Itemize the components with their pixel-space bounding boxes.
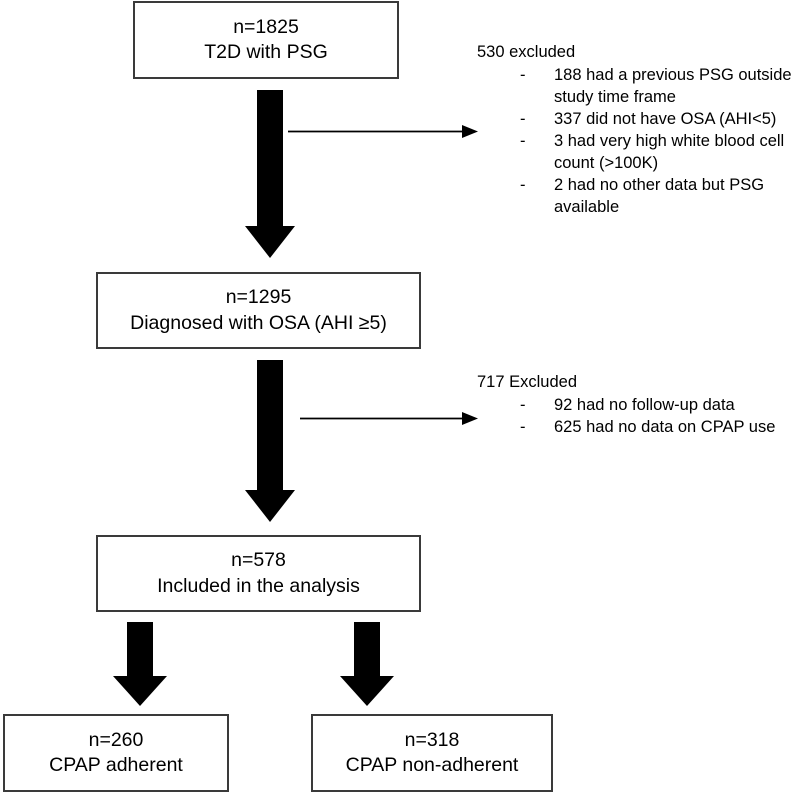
node-box-diagnosed-with-osa: n=1295 Diagnosed with OSA (AHI ≥5) — [96, 272, 421, 349]
dash-bullet-icon: - — [520, 109, 526, 128]
arrow-shaft — [354, 622, 380, 678]
arrow-shaft — [257, 360, 283, 492]
exclusion-arrow-right-icon-1 — [288, 125, 478, 138]
node-count: n=260 — [88, 728, 144, 751]
arrow-head — [340, 676, 394, 706]
exclusion-note-1: 530 excluded - 188 had a previous PSG ou… — [477, 42, 806, 219]
list-item-text: 92 had no follow-up data — [554, 395, 735, 414]
flow-arrow-down-icon-1 — [245, 90, 295, 258]
list-item: - 337 did not have OSA (AHI<5) — [520, 109, 806, 131]
arrow-head — [113, 676, 167, 706]
node-box-cpap-non-adherent: n=318 CPAP non-adherent — [311, 714, 553, 792]
node-box-cpap-adherent: n=260 CPAP adherent — [3, 714, 229, 792]
dash-bullet-icon: - — [520, 395, 526, 414]
list-item-text: 2 had no other data but PSG available — [554, 175, 765, 216]
list-item-text: 3 had very high white blood cell count (… — [554, 131, 785, 172]
node-box-t2d-with-psg: n=1825 T2D with PSG — [133, 1, 399, 79]
dash-bullet-icon: - — [520, 131, 526, 150]
list-item: - 2 had no other data but PSG available — [520, 175, 806, 219]
node-label: Included in the analysis — [157, 574, 360, 597]
exclusion-title: 717 Excluded — [477, 373, 577, 391]
exclusion-reason-list: - 188 had a previous PSG outside study t… — [477, 65, 806, 219]
node-label: CPAP adherent — [49, 754, 183, 776]
list-item-text: 188 had a previous PSG outside study tim… — [554, 65, 792, 106]
node-label: Diagnosed with OSA (AHI ≥5) — [130, 311, 387, 334]
exclusion-reason-list: - 92 had no follow-up data - 625 had no … — [477, 395, 806, 439]
node-label: T2D with PSG — [204, 41, 328, 63]
arrow-head — [245, 226, 295, 258]
list-item: - 188 had a previous PSG outside study t… — [520, 65, 806, 109]
exclusion-title: 530 excluded — [477, 43, 576, 61]
node-count: n=1825 — [233, 15, 299, 38]
flow-arrow-down-icon-3 — [113, 622, 167, 706]
list-item: - 625 had no data on CPAP use — [520, 417, 806, 439]
node-count: n=1295 — [225, 286, 292, 309]
node-count: n=318 — [404, 728, 460, 751]
arrow-head — [245, 490, 295, 522]
list-item: - 92 had no follow-up data — [520, 395, 806, 417]
arrow-shaft — [257, 90, 283, 228]
dash-bullet-icon: - — [520, 65, 526, 84]
dash-bullet-icon: - — [520, 175, 526, 194]
node-box-included-in-analysis: n=578 Included in the analysis — [96, 535, 421, 612]
arrow-shaft — [127, 622, 153, 678]
node-count: n=578 — [231, 549, 286, 572]
exclusion-note-2: 717 Excluded - 92 had no follow-up data … — [477, 372, 806, 439]
dash-bullet-icon: - — [520, 417, 526, 436]
node-label: CPAP non-adherent — [345, 754, 519, 776]
flow-arrow-down-icon-4 — [340, 622, 394, 706]
list-item-text: 337 did not have OSA (AHI<5) — [554, 109, 777, 128]
flow-arrow-down-icon-2 — [245, 360, 295, 522]
list-item-text: 625 had no data on CPAP use — [554, 417, 776, 436]
exclusion-arrow-right-icon-2 — [300, 412, 478, 425]
list-item: - 3 had very high white blood cell count… — [520, 131, 806, 175]
